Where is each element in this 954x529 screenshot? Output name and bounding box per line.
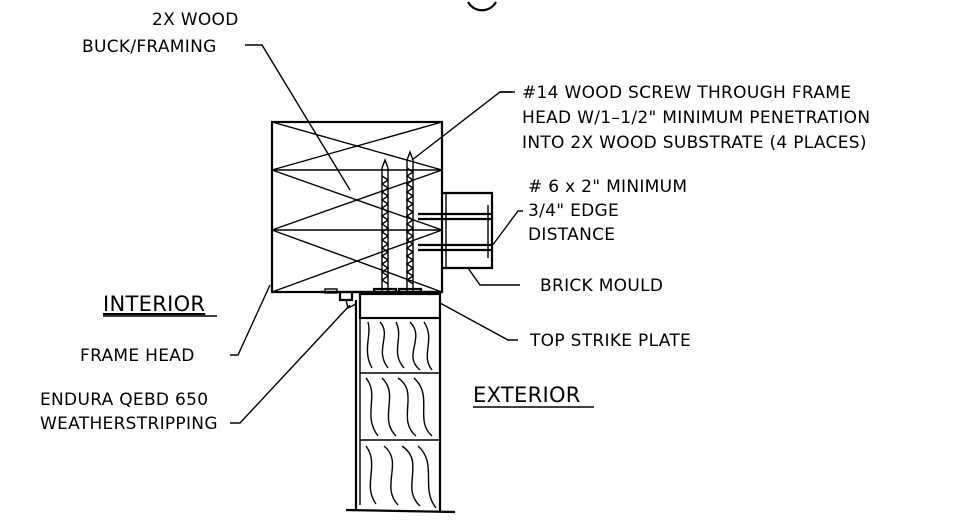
label-weatherstrip-1: ENDURA QEBD 650 bbox=[40, 390, 208, 410]
detail-bubble-arc bbox=[467, 1, 497, 12]
label-fastener-3: DISTANCE bbox=[528, 225, 615, 245]
label-fastener-1: # 6 x 2" MINIMUM bbox=[528, 177, 687, 197]
label-wood-buck-2: BUCK/FRAMING bbox=[82, 37, 217, 57]
label-interior: INTERIOR bbox=[103, 292, 205, 316]
top-strike-plate bbox=[358, 292, 442, 320]
frame-head bbox=[320, 288, 442, 310]
label-wood-buck-1: 2X WOOD bbox=[152, 10, 239, 30]
leader-lines bbox=[230, 44, 523, 424]
brick-mould bbox=[418, 191, 494, 270]
door-slab bbox=[345, 300, 456, 514]
label-fastener-2: 3/4" EDGE bbox=[528, 201, 619, 221]
annotations: 2X WOOD BUCK/FRAMING #14 WOOD SCREW THRO… bbox=[40, 10, 870, 434]
label-screw-3: INTO 2X WOOD SUBSTRATE (4 PLACES) bbox=[522, 133, 867, 153]
label-weatherstrip-2: WEATHERSTRIPPING bbox=[40, 414, 218, 434]
label-top-strike-plate: TOP STRIKE PLATE bbox=[529, 331, 691, 351]
label-exterior: EXTERIOR bbox=[473, 383, 581, 407]
label-brick-mould: BRICK MOULD bbox=[540, 276, 663, 296]
label-frame-head: FRAME HEAD bbox=[80, 346, 195, 366]
label-screw-2: HEAD W/1–1/2" MINIMUM PENETRATION bbox=[522, 108, 870, 128]
label-screw-1: #14 WOOD SCREW THROUGH FRAME bbox=[522, 83, 851, 103]
wood-screws bbox=[372, 150, 423, 295]
wood-buck-framing bbox=[270, 120, 444, 294]
